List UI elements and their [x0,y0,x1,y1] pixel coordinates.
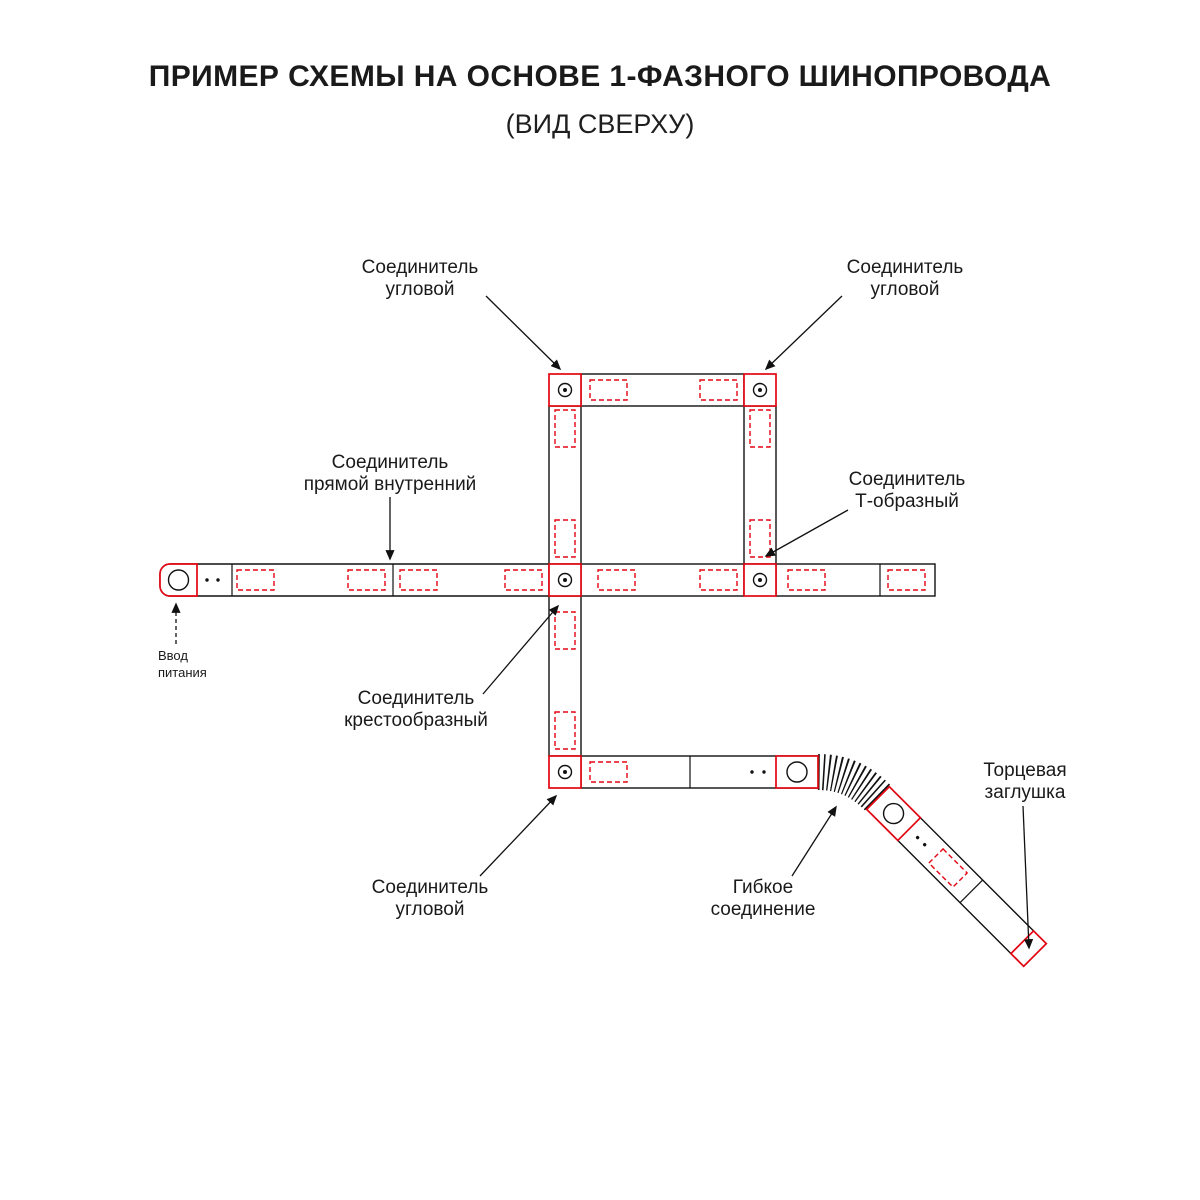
label-t-connector: Соединитель Т-образный [848,469,966,513]
connector-zone [597,569,636,591]
main-track-mid-segment [580,563,745,597]
label-corner-connector-top-right: Соединитель угловой [846,257,964,301]
label-power-input: Ввод питания [158,648,207,680]
mounting-hole [882,802,905,825]
connector-zone [749,519,771,558]
label-straight-internal-connector: Соединитель прямой внутренний [303,452,477,496]
connector-zone [236,569,275,591]
connector-zone [554,519,576,558]
contact-dot [205,578,209,582]
contact-dot [750,770,754,774]
flexible-connector-corrugation [817,754,891,812]
connector-zone [554,409,576,448]
connector-zone [749,409,771,448]
screw-center [563,770,567,774]
t-connector [743,563,777,597]
power-feed-hole [167,569,190,591]
leader-lines [171,295,1034,950]
power-feed [159,563,220,597]
flexible-connector-left-end [750,755,819,789]
connector-zone [589,761,628,783]
left-vertical-track-upper [548,405,582,565]
leader-t-shaped [764,509,849,557]
track-joints [231,564,881,788]
label-flexible-connection: Гибкое соединение [710,877,816,921]
contact-dot [915,835,920,840]
diagonal-track-group [865,785,1048,968]
label-cross-connector: Соединитель крестообразный [344,688,488,732]
page-subtitle: (ВИД СВЕРХУ) [505,109,695,139]
junction-connectors [548,373,777,789]
label-end-cap: Торцевая заглушка [983,760,1067,804]
leader-corner-top-left [485,295,562,371]
leader-end-cap [1022,805,1034,950]
joint-line [959,879,984,904]
contact-dot [922,842,927,847]
top-track [580,373,745,407]
leader-flexible [791,805,837,877]
connector-zone [554,611,576,650]
leader-cross-shaped [482,604,560,695]
busbar-tracks [159,373,936,789]
connector-zone [699,379,738,401]
page-title: ПРИМЕР СХЕМЫ НА ОСНОВЕ 1-ФАЗНОГО ШИНОПРО… [148,60,1052,93]
connector-zone [589,379,628,401]
connector-zone [554,711,576,750]
connector-zone [699,569,738,591]
left-vertical-track-lower [548,595,582,757]
contact-dot [762,770,766,774]
screw-center [563,388,567,392]
label-corner-connector-bottom: Соединитель угловой [371,877,489,921]
screw-center [563,578,567,582]
contact-dot [216,578,220,582]
screw-center [758,578,762,582]
corner-connector-bottom [548,755,582,789]
mounting-hole [786,761,808,783]
connector-zone [787,569,826,591]
right-vertical-track [743,405,777,565]
screw-center [758,388,762,392]
label-corner-connector-top-left: Соединитель угловой [361,257,479,301]
main-track-right-segment [775,563,936,597]
connector-zone [504,569,543,591]
leader-corner-bottom [479,794,558,877]
connector-zones [236,379,926,783]
connector-zone [399,569,438,591]
leader-corner-top-right [764,295,843,371]
connector-zone [347,569,386,591]
connector-zone [927,847,969,889]
connector-zone [887,569,926,591]
